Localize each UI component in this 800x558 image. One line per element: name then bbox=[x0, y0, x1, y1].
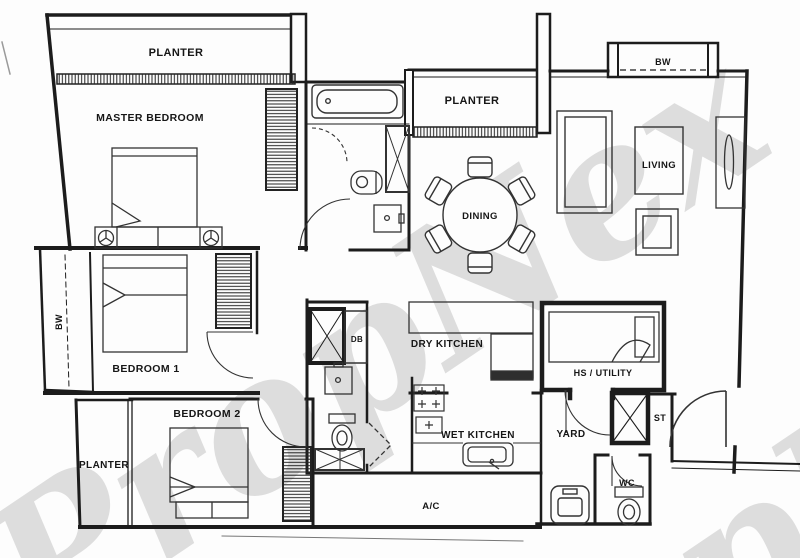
db-cabinet bbox=[344, 310, 368, 364]
room-label-wet-kitchen: WET KITCHEN bbox=[441, 430, 515, 441]
washing-machine-icon bbox=[550, 485, 590, 525]
door-arc-main-entrance bbox=[669, 390, 727, 448]
sink-common-icon bbox=[324, 362, 353, 395]
dry-kitchen-counter bbox=[408, 301, 534, 381]
wardrobe-bedroom1 bbox=[215, 253, 252, 329]
master-bed bbox=[94, 147, 223, 249]
room-label-bw-top: BW bbox=[655, 57, 671, 67]
shower-tray-common bbox=[314, 448, 365, 471]
room-label-dining: DINING bbox=[462, 211, 498, 222]
door-arc-bedroom2 bbox=[257, 398, 307, 448]
door-arc-utility bbox=[564, 389, 611, 436]
coffee-table bbox=[634, 126, 684, 195]
planter-hatch-bar-top-mid bbox=[412, 126, 538, 138]
room-label-wc: WC bbox=[619, 478, 635, 488]
bathtub-icon bbox=[311, 84, 404, 119]
dining-set bbox=[424, 156, 536, 274]
room-label-master-bedroom: MASTER BEDROOM bbox=[96, 112, 204, 124]
toilet-common-icon bbox=[328, 413, 356, 452]
room-label-planter-bottom-left: PLANTER bbox=[79, 460, 129, 471]
side-table bbox=[635, 208, 679, 256]
room-label-living: LIVING bbox=[642, 160, 676, 171]
room-label-db: DB bbox=[351, 335, 363, 344]
room-label-planter-top-left: PLANTER bbox=[149, 47, 204, 59]
bifold-door-common-bath bbox=[368, 422, 392, 468]
dining-table bbox=[442, 177, 518, 253]
bay-window-top bbox=[606, 41, 720, 79]
planter-hatch-bar-top-left bbox=[56, 73, 296, 85]
sofa bbox=[556, 110, 613, 214]
door-arcs bbox=[206, 198, 727, 487]
wardrobe-bedroom2 bbox=[282, 446, 312, 522]
sink-master-icon bbox=[373, 204, 405, 233]
room-label-st: ST bbox=[654, 413, 666, 423]
toilet-wc-icon bbox=[614, 486, 644, 526]
room-label-ac-ledge: A/C bbox=[422, 501, 440, 512]
wardrobe-master bbox=[265, 88, 298, 191]
watermark: PropNex PropNex bbox=[0, 3, 800, 558]
room-label-bedroom2: BEDROOM 2 bbox=[173, 408, 240, 420]
tv-console bbox=[715, 116, 746, 209]
bed-utility bbox=[548, 311, 660, 363]
shower-door-arc-master bbox=[311, 127, 348, 164]
room-label-dry-kitchen: DRY KITCHEN bbox=[411, 339, 483, 350]
room-label-yard: YARD bbox=[556, 429, 585, 440]
room-label-hs-utility: HS / UTILITY bbox=[574, 368, 633, 378]
shower-master bbox=[385, 125, 410, 193]
shelter-box bbox=[609, 390, 651, 446]
door-arc-master-bath bbox=[299, 198, 351, 250]
room-label-bw-left: BW bbox=[54, 314, 64, 330]
room-label-planter-top-mid: PLANTER bbox=[445, 95, 500, 107]
bed-bedroom2 bbox=[169, 427, 249, 519]
door-arc-bedroom1 bbox=[206, 331, 254, 379]
bed-bedroom1 bbox=[102, 254, 188, 353]
stove-icon bbox=[413, 384, 445, 434]
door-arc-wc bbox=[611, 455, 643, 487]
toilet-master-icon bbox=[350, 170, 383, 195]
shower-common bbox=[308, 307, 346, 365]
sink-wet-kitchen-icon bbox=[412, 442, 541, 470]
room-label-bedroom1: BEDROOM 1 bbox=[112, 363, 179, 375]
